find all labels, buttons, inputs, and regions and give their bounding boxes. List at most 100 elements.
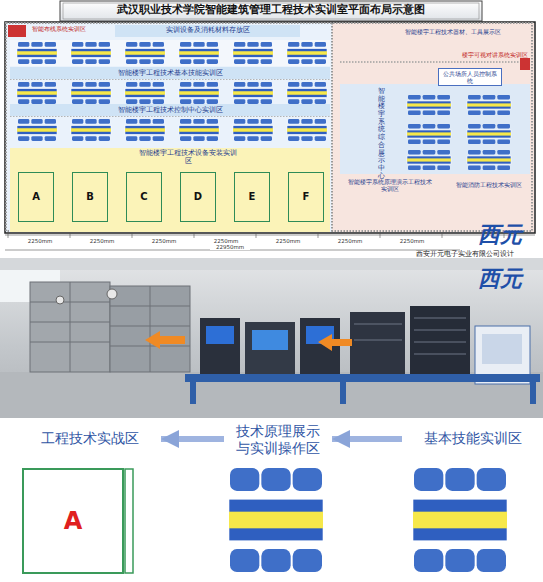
photo [0, 372, 543, 418]
desk-group [287, 89, 327, 98]
desk-group [126, 136, 137, 141]
dimension: 22950mm [210, 244, 250, 250]
desk-group [180, 119, 191, 124]
desk-group [234, 59, 245, 64]
flow-arrow [332, 436, 402, 442]
desk-group [437, 166, 450, 170]
photo [190, 382, 196, 404]
desk-group [408, 95, 421, 99]
desk-group [18, 82, 29, 87]
desk-group [85, 42, 96, 47]
watermark: 西元 [478, 266, 522, 291]
desk-group [233, 89, 273, 98]
desk-group [179, 128, 219, 132]
desk-group [207, 59, 218, 64]
desk-group [497, 150, 510, 154]
area-box: A [18, 172, 54, 222]
desk-group [407, 158, 451, 161]
dimension-ticks [194, 232, 195, 238]
dimension-line [5, 235, 535, 236]
desk-group [423, 140, 436, 144]
desk-group [153, 42, 164, 47]
area-label: 智能楼宇工程技术基本技能实训区 [10, 69, 330, 77]
area-label: A [32, 191, 40, 203]
desk-group [288, 119, 299, 124]
desk-group [467, 103, 511, 106]
area-band: 基本技能实训区 [408, 428, 538, 448]
desk-group [99, 42, 110, 47]
area-box: E [234, 172, 270, 222]
area-label: C [140, 191, 147, 203]
desk-group [423, 124, 436, 128]
desk-group [99, 82, 110, 87]
desk-group [125, 51, 165, 55]
desk-group [72, 82, 83, 87]
area-band: 智能楼宇系统原理演示工程技术实训区 [348, 176, 432, 194]
desk-group [261, 42, 272, 47]
desk-group [261, 82, 272, 87]
desk-group [247, 59, 258, 64]
area-label: 技术原理展示与实训操作区 [230, 423, 326, 457]
floor-plan [8, 25, 26, 37]
area-label: 智能楼宇工程技术设备安装实训区 [138, 150, 238, 166]
desk-group [468, 124, 481, 128]
desk-group [71, 51, 111, 55]
desk-group [247, 136, 258, 141]
desk-group [468, 95, 481, 99]
desk-group [179, 91, 219, 95]
desk-group [99, 59, 110, 64]
photo [530, 382, 536, 404]
desk-group [193, 42, 204, 47]
desk-group [18, 136, 29, 141]
desk-group [85, 82, 96, 87]
desk-group [477, 549, 506, 572]
area-label: D [194, 191, 202, 203]
desk-group [45, 119, 56, 124]
bottom-layout [125, 469, 133, 573]
dimension-ticks [256, 232, 257, 238]
desk-group [17, 51, 57, 55]
desk-group [233, 49, 273, 58]
desk-group [315, 82, 326, 87]
dimension-ticks [8, 232, 504, 238]
bottom-layout [125, 469, 133, 573]
desk-group [125, 91, 165, 95]
photo [482, 334, 522, 364]
desk-group [193, 136, 204, 141]
area-band: 技术原理展示与实训操作区 [230, 421, 326, 459]
desk-group [17, 128, 57, 132]
desk-group [71, 91, 111, 95]
desk-group [233, 126, 273, 135]
desk-group [207, 42, 218, 47]
flow-arrow [161, 436, 224, 442]
desk-group [301, 136, 312, 141]
desk-group [45, 136, 56, 141]
desk-group [229, 512, 323, 529]
desk-group [180, 82, 191, 87]
desk-group [497, 140, 510, 144]
desk-group [71, 128, 111, 132]
area-band: 智能楼宇工程技术器材、工具展示区 [392, 27, 514, 37]
floor-plan [340, 61, 530, 63]
desk-group [234, 42, 245, 47]
desk-group [247, 119, 258, 124]
desk-group [408, 111, 421, 115]
desk-group [483, 140, 496, 144]
desk-group [423, 95, 436, 99]
desk-group [468, 150, 481, 154]
photo [245, 322, 295, 376]
desk-group [31, 59, 42, 64]
desk-group [261, 468, 290, 491]
floor-plan [6, 23, 532, 231]
dimension: 2250mm [87, 238, 117, 244]
desk-group [234, 119, 245, 124]
area-label: 智能楼宇工程技术控制中心实训区 [10, 106, 330, 114]
note: 智能布线系统实训区 [28, 26, 90, 32]
desk-group [180, 42, 191, 47]
desk-group [467, 132, 511, 135]
desk-group [18, 42, 29, 47]
desk-group [45, 42, 56, 47]
dimension-ticks [318, 232, 319, 238]
desk-group [288, 82, 299, 87]
desk-group [287, 51, 327, 55]
